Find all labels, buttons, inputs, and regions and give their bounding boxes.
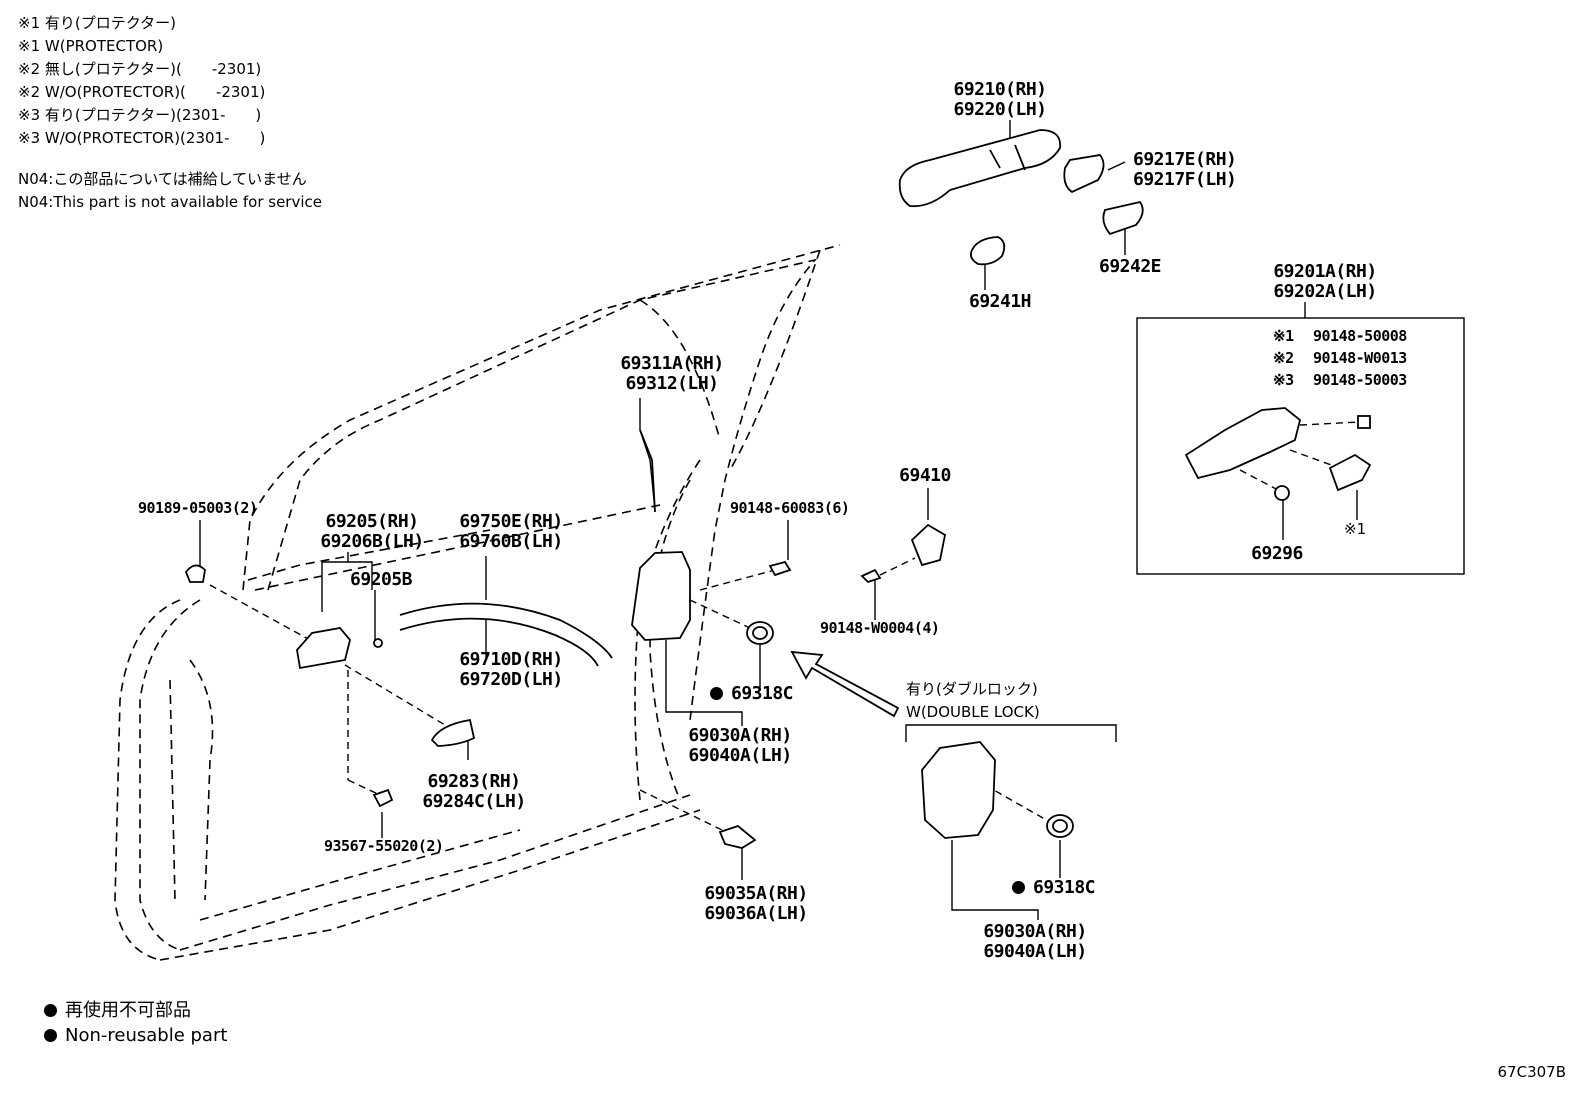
part-69318c-double-lock[interactable]: 69318C bbox=[1012, 877, 1096, 898]
non-reusable-dot-icon bbox=[1012, 881, 1025, 894]
non-reusable-dot-icon bbox=[44, 1004, 57, 1017]
part-69241h[interactable]: 69241H bbox=[968, 291, 1032, 312]
part-69312[interactable]: 69312(LH) bbox=[625, 373, 719, 394]
part-69311a[interactable]: 69311A(RH) bbox=[620, 353, 724, 374]
part-69201a[interactable]: 69201A(RH) bbox=[1273, 261, 1377, 282]
note-line: ※1 有り(プロテクター) bbox=[18, 14, 176, 32]
part-69040a[interactable]: 69040A(LH) bbox=[688, 745, 792, 766]
part-90148-50008[interactable]: 90148-50008 bbox=[1313, 327, 1407, 345]
part-number-text: 69318C bbox=[731, 683, 794, 704]
part-number-text: 69318C bbox=[1033, 877, 1096, 898]
door-outline-phantom bbox=[114, 244, 841, 961]
legend-jp: 再使用不可部品 bbox=[44, 1000, 191, 1022]
note-line: ※3 W/O(PROTECTOR)(2301- ) bbox=[18, 129, 266, 147]
variant-tag: ※3 bbox=[1273, 371, 1294, 389]
legend-en: Non-reusable part bbox=[44, 1025, 227, 1047]
part-90148-w0013[interactable]: 90148-W0013 bbox=[1313, 349, 1407, 367]
part-69206b[interactable]: 69206B(LH) bbox=[320, 531, 424, 552]
part-69710d[interactable]: 69710D(RH) bbox=[459, 649, 563, 670]
variant-tag: ※1 bbox=[1344, 520, 1367, 538]
part-69410[interactable]: 69410 bbox=[899, 465, 951, 486]
part-90148-w0004[interactable]: 90148-W0004(4) bbox=[820, 619, 940, 637]
non-reusable-dot-icon bbox=[44, 1029, 57, 1042]
n04-note-en: N04:This part is not available for servi… bbox=[18, 193, 322, 211]
note-line: ※3 有り(プロテクター)(2301- ) bbox=[18, 106, 262, 124]
variant-tag: ※2 bbox=[1273, 349, 1294, 367]
part-69210[interactable]: 69210(RH) bbox=[953, 79, 1047, 100]
part-69296[interactable]: 69296 bbox=[1251, 543, 1303, 564]
part-69205b[interactable]: 69205B bbox=[349, 569, 413, 590]
note-line: ※2 無し(プロテクター)( -2301) bbox=[18, 60, 262, 78]
part-69720d[interactable]: 69720D(LH) bbox=[459, 669, 563, 690]
detail-arrow bbox=[790, 650, 900, 718]
note-line: ※1 W(PROTECTOR) bbox=[18, 37, 164, 55]
diagram-code: 67C307B bbox=[1497, 1063, 1566, 1081]
part-69283[interactable]: 69283(RH) bbox=[427, 771, 521, 792]
part-69760b[interactable]: 69760B(LH) bbox=[459, 531, 563, 552]
part-69220[interactable]: 69220(LH) bbox=[953, 99, 1047, 120]
part-69205[interactable]: 69205(RH) bbox=[325, 511, 419, 532]
note-line: ※2 W/O(PROTECTOR)( -2301) bbox=[18, 83, 266, 101]
part-69202a[interactable]: 69202A(LH) bbox=[1273, 281, 1377, 302]
part-90148-50003[interactable]: 90148-50003 bbox=[1313, 371, 1407, 389]
part-69040a-double-lock[interactable]: 69040A(LH) bbox=[983, 941, 1087, 962]
part-69284c[interactable]: 69284C(LH) bbox=[422, 791, 526, 812]
non-reusable-dot-icon bbox=[710, 687, 723, 700]
double-lock-caption-jp: 有り(ダブルロック) bbox=[906, 680, 1038, 698]
part-69242e[interactable]: 69242E bbox=[1098, 256, 1162, 277]
n04-note-jp: N04:この部品については補給していません bbox=[18, 170, 307, 188]
legend-text: 再使用不可部品 bbox=[65, 1000, 191, 1021]
part-69750e[interactable]: 69750E(RH) bbox=[459, 511, 563, 532]
part-69030a[interactable]: 69030A(RH) bbox=[688, 725, 792, 746]
part-90148-60083[interactable]: 90148-60083(6) bbox=[730, 499, 850, 517]
part-69318c[interactable]: 69318C bbox=[710, 683, 794, 704]
part-90189-05003[interactable]: 90189-05003(2) bbox=[138, 499, 258, 517]
part-93567-55020[interactable]: 93567-55020(2) bbox=[324, 837, 444, 855]
part-69217e[interactable]: 69217E(RH) bbox=[1133, 149, 1237, 170]
part-69035a[interactable]: 69035A(RH) bbox=[704, 883, 808, 904]
legend-text: Non-reusable part bbox=[65, 1025, 228, 1046]
part-69036a[interactable]: 69036A(LH) bbox=[704, 903, 808, 924]
double-lock-caption-en: W(DOUBLE LOCK) bbox=[906, 703, 1040, 721]
variant-tag: ※1 bbox=[1273, 327, 1294, 345]
part-69217f[interactable]: 69217F(LH) bbox=[1133, 169, 1237, 190]
part-69030a-double-lock[interactable]: 69030A(RH) bbox=[983, 921, 1087, 942]
